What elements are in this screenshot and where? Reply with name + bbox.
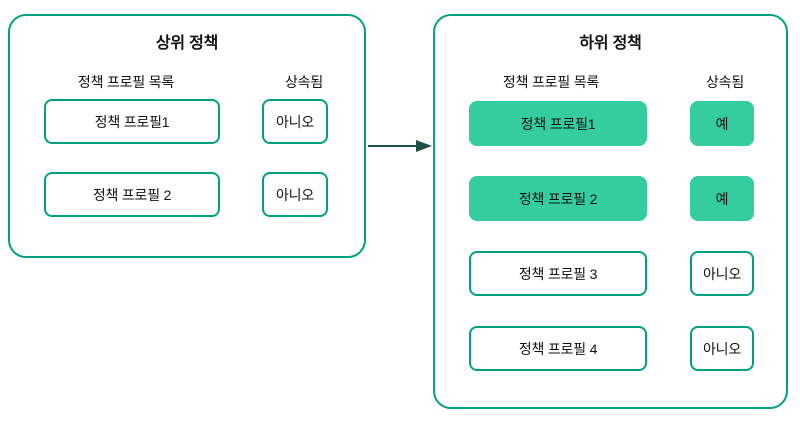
policy-profile-cell[interactable]: 정책 프로필 4 [469,326,647,371]
inherited-status-cell[interactable]: 아니오 [262,99,328,144]
policy-profile-cell[interactable]: 정책 프로필1 [469,101,647,146]
column-header-policy-profile-list: 정책 프로필 목록 [77,74,175,90]
policy-profile-cell[interactable]: 정책 프로필1 [44,99,220,144]
child-column-headers: 정책 프로필 목록 상속됨 [435,72,786,92]
policy-row: 정책 프로필 4 아니오 [435,326,786,371]
inherited-status-cell[interactable]: 아니오 [690,251,754,296]
policy-profile-cell[interactable]: 정책 프로필 3 [469,251,647,296]
column-header-inherited: 상속됨 [284,74,324,90]
policy-row: 정책 프로필1 아니오 [10,99,364,144]
policy-profile-cell[interactable]: 정책 프로필 2 [469,176,647,221]
column-header-inherited: 상속됨 [705,74,745,90]
parent-policy-title: 상위 정책 [155,35,219,52]
policy-row: 정책 프로필 2 예 [435,176,786,221]
inherited-status-cell[interactable]: 아니오 [690,326,754,371]
column-header-policy-profile-list: 정책 프로필 목록 [502,74,600,90]
inherited-status-cell[interactable]: 아니오 [262,172,328,217]
parent-column-headers: 정책 프로필 목록 상속됨 [10,72,364,92]
inheritance-arrow [366,130,434,162]
child-policy-title: 하위 정책 [579,35,642,52]
policy-row: 정책 프로필1 예 [435,101,786,146]
policy-profile-cell[interactable]: 정책 프로필 2 [44,172,220,217]
inherited-status-cell[interactable]: 예 [690,176,754,221]
policy-row: 정책 프로필 2 아니오 [10,172,364,217]
inherited-status-cell[interactable]: 예 [690,101,754,146]
policy-row: 정책 프로필 3 아니오 [435,251,786,296]
